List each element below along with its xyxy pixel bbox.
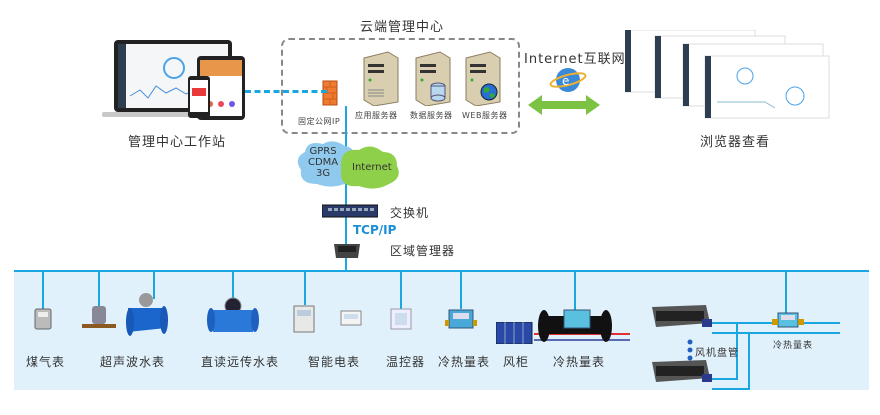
switch-label: 交换机 <box>390 206 430 220</box>
air-cabinet-icon <box>495 321 534 348</box>
device-label: 智能电表 <box>308 355 361 369</box>
area-manager-icon <box>332 240 362 264</box>
device-label: 冷热量表 <box>553 355 606 369</box>
browser-label: 浏览器查看 <box>700 135 771 150</box>
direct-read-water-meter-icon <box>205 296 261 340</box>
fan-coil-unit-icon <box>650 358 712 388</box>
switch-icon <box>321 203 379 223</box>
svg-text:e: e <box>562 74 569 88</box>
workstation-link <box>245 90 327 93</box>
network-cloud-icon <box>293 140 405 194</box>
firewall-icon <box>322 80 338 106</box>
app-server-icon <box>358 50 400 110</box>
pipe-line <box>712 388 750 390</box>
cloud-internet-label: Internet <box>352 162 392 173</box>
database-server-icon <box>410 50 452 110</box>
workstation-label: 管理中心工作站 <box>128 135 227 150</box>
device-label: 风柜 <box>503 355 530 369</box>
ultrasonic-water-meter-small-icon <box>82 304 116 336</box>
cloud-network-types: GPRS CDMA 3G <box>308 146 338 179</box>
bullet-dots-icon <box>687 339 693 365</box>
drop-line <box>153 271 155 299</box>
device-label: 冷热量表 <box>773 341 814 351</box>
device-label: 超声波水表 <box>100 355 166 369</box>
pipe-line <box>712 378 738 380</box>
server-label: 数据服务器 <box>410 111 453 120</box>
device-label: 煤气表 <box>26 355 66 369</box>
device-label: 温控器 <box>386 355 426 369</box>
device-label: 风机盘管 <box>695 348 739 359</box>
device-label: 冷热量表 <box>438 355 491 369</box>
fan-coil-unit-icon <box>650 303 712 333</box>
pipeline-heat-meter-icon <box>534 306 630 350</box>
smart-electric-meter-icon <box>293 305 315 337</box>
thermostat-icon <box>390 308 412 334</box>
heat-meter-icon <box>772 311 804 335</box>
device-label: 直读远传水表 <box>201 355 280 369</box>
drop-line <box>400 271 402 309</box>
drop-line <box>785 271 787 313</box>
drop-line <box>460 271 462 309</box>
drop-line <box>304 271 306 305</box>
browser-screens-image <box>624 29 830 124</box>
pipe-line <box>748 332 750 388</box>
web-server-icon <box>460 50 502 110</box>
heat-meter-icon <box>445 308 477 336</box>
cloud-center-box <box>281 38 520 134</box>
server-label: WEB服务器 <box>462 111 508 120</box>
protocol-label: TCP/IP <box>353 223 397 237</box>
bidirectional-arrow-icon <box>528 95 600 119</box>
internet-explorer-icon: e <box>548 64 588 98</box>
pipe-line <box>712 332 840 334</box>
gas-meter-icon <box>34 308 52 334</box>
workstation-devices-image <box>100 38 260 132</box>
server-label: 应用服务器 <box>355 111 398 120</box>
backbone-line <box>345 106 347 272</box>
cloud-network-line: 3G <box>316 168 331 179</box>
pipe-line <box>736 322 738 380</box>
cloud-center-title: 云端管理中心 <box>360 20 445 35</box>
drop-line <box>574 271 576 313</box>
drop-line <box>232 271 234 299</box>
firewall-label: 固定公网IP <box>298 117 341 126</box>
cloud-network-line: CDMA <box>308 157 339 168</box>
cloud-network-line: GPRS <box>309 146 337 157</box>
ultrasonic-water-meter-icon <box>124 292 170 342</box>
drop-line <box>42 271 44 313</box>
internet-label: Internet互联网 <box>524 52 626 67</box>
device-bus-panel <box>14 270 869 390</box>
area-manager-label: 区域管理器 <box>390 244 456 258</box>
din-electric-meter-icon <box>340 310 362 330</box>
drop-line <box>98 271 100 307</box>
